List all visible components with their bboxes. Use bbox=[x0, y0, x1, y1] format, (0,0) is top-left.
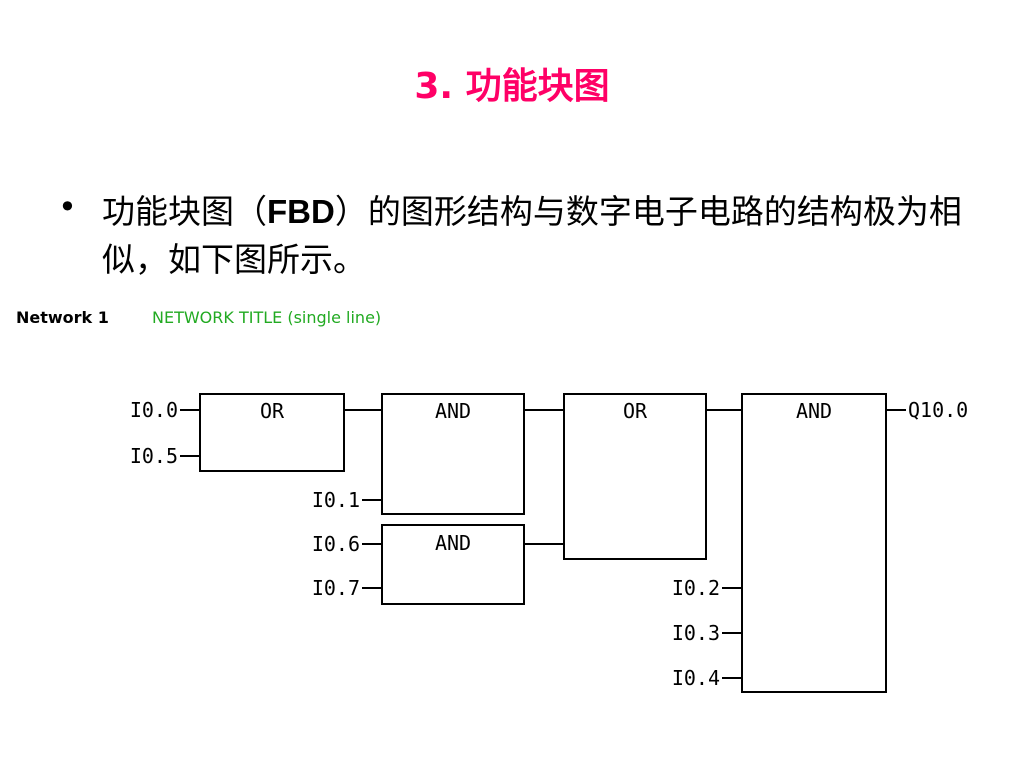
input-label-i04: I0.4 bbox=[672, 666, 720, 690]
slide-title: 3. 功能块图 bbox=[414, 66, 610, 107]
gate-or-2 bbox=[563, 393, 707, 560]
network-label: Network 1 bbox=[16, 308, 109, 327]
fbd-diagram: OR AND AND OR AND I0.0 I0.5 I0.1 I0.6 I0… bbox=[130, 393, 968, 693]
output-label-q100: Q10.0 bbox=[908, 398, 968, 422]
gate-and-1 bbox=[381, 393, 525, 515]
network-title[interactable]: NETWORK TITLE (single line) bbox=[152, 308, 382, 327]
bullet-text-before: 功能块图（ bbox=[102, 192, 267, 231]
gate-label-or-2: OR bbox=[623, 399, 648, 423]
gate-label-and-2: AND bbox=[435, 531, 471, 555]
input-label-i05: I0.5 bbox=[130, 444, 178, 468]
input-label-i07: I0.7 bbox=[312, 576, 360, 600]
gate-and-2 bbox=[381, 524, 525, 605]
input-label-i01: I0.1 bbox=[312, 488, 360, 512]
bullet-marker: • bbox=[58, 188, 77, 226]
bullet-text-after: ）的图形结构与数字电子电路的结构极为相似，如下图所示。 bbox=[102, 192, 962, 279]
gate-label-or-1: OR bbox=[260, 399, 285, 423]
bullet-text-bold: FBD bbox=[267, 193, 335, 230]
gate-label-and-3: AND bbox=[796, 399, 832, 423]
gate-label-and-1: AND bbox=[435, 399, 471, 423]
gate-and-3 bbox=[741, 393, 887, 693]
bullet-text: 功能块图（FBD）的图形结构与数字电子电路的结构极为相似，如下图所示。 bbox=[102, 188, 962, 284]
input-label-i02: I0.2 bbox=[672, 576, 720, 600]
input-label-i03: I0.3 bbox=[672, 621, 720, 645]
gate-or-1 bbox=[199, 393, 345, 472]
input-label-i06: I0.6 bbox=[312, 532, 360, 556]
input-label-i00: I0.0 bbox=[130, 398, 178, 422]
